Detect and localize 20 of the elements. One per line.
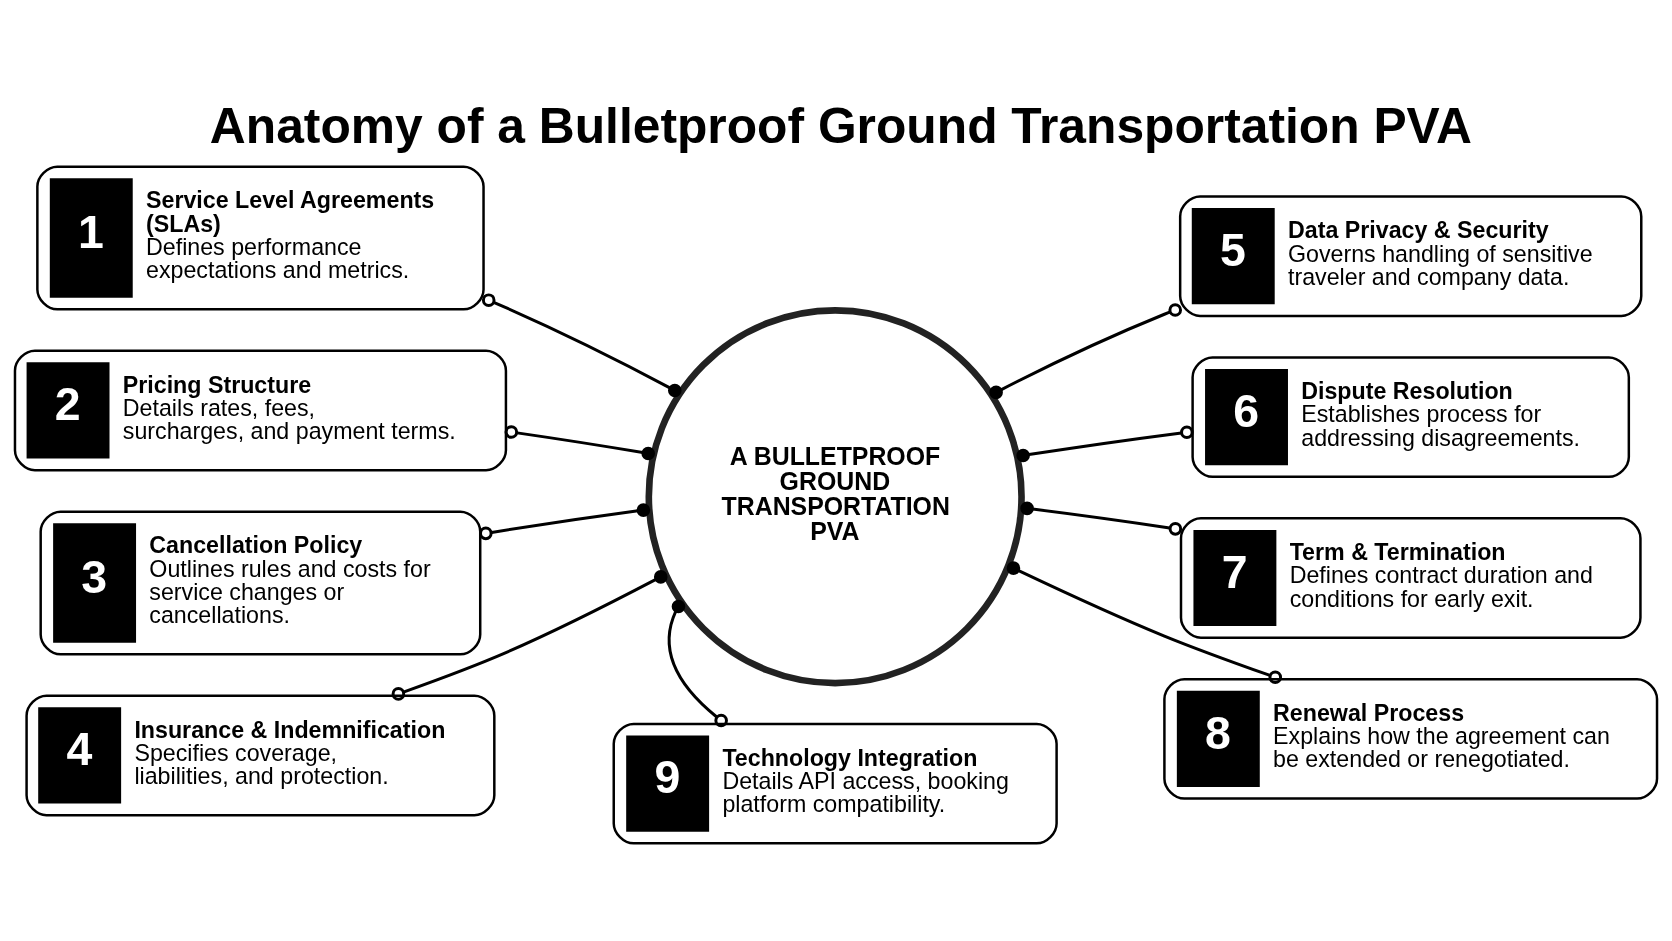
connector bbox=[1016, 424, 1194, 462]
node-box: 4 Insurance & Indemnification Specifies coverage, liabilities, and protection. bbox=[25, 694, 496, 816]
node-box: 3 Cancellation Policy Outlines rules and costs for service changes or cancellations. bbox=[39, 509, 482, 656]
node-box: 9 Technology Integration Details API access, booking platform compatibility. bbox=[612, 722, 1058, 845]
connector bbox=[1020, 501, 1183, 536]
node-box: 8 Renewal Process Explains how the agreement can be extended or renegotiated. bbox=[1163, 677, 1659, 800]
connector bbox=[1006, 560, 1283, 684]
node-circle: A BULLETPROOF GROUND TRANSPORTATION PVA bbox=[645, 306, 1025, 686]
node-box: 1 Service Level Agreements (SLAs) Defines performance expectations and metrics. bbox=[36, 164, 485, 311]
connector bbox=[989, 302, 1182, 399]
node-box: 6 Dispute Resolution Establishes process for addressing disagreements. bbox=[1191, 355, 1631, 478]
connector bbox=[504, 424, 655, 460]
diagram-title: Anatomy of a Bulletproof Ground Transportation PVA bbox=[209, 97, 1473, 154]
node-box: 7 Term & Termination Defines contract duration and conditions for early exit. bbox=[1179, 516, 1642, 639]
node-box: 2 Pricing Structure Details rates, fees, surcharges, and payment terms. bbox=[13, 349, 508, 471]
connector bbox=[479, 502, 651, 540]
connector bbox=[667, 599, 728, 727]
connector bbox=[391, 569, 668, 701]
node-box: 5 Data Privacy & Security Governs handling of sensitive traveler and company data. bbox=[1178, 194, 1643, 317]
connector bbox=[481, 292, 682, 397]
